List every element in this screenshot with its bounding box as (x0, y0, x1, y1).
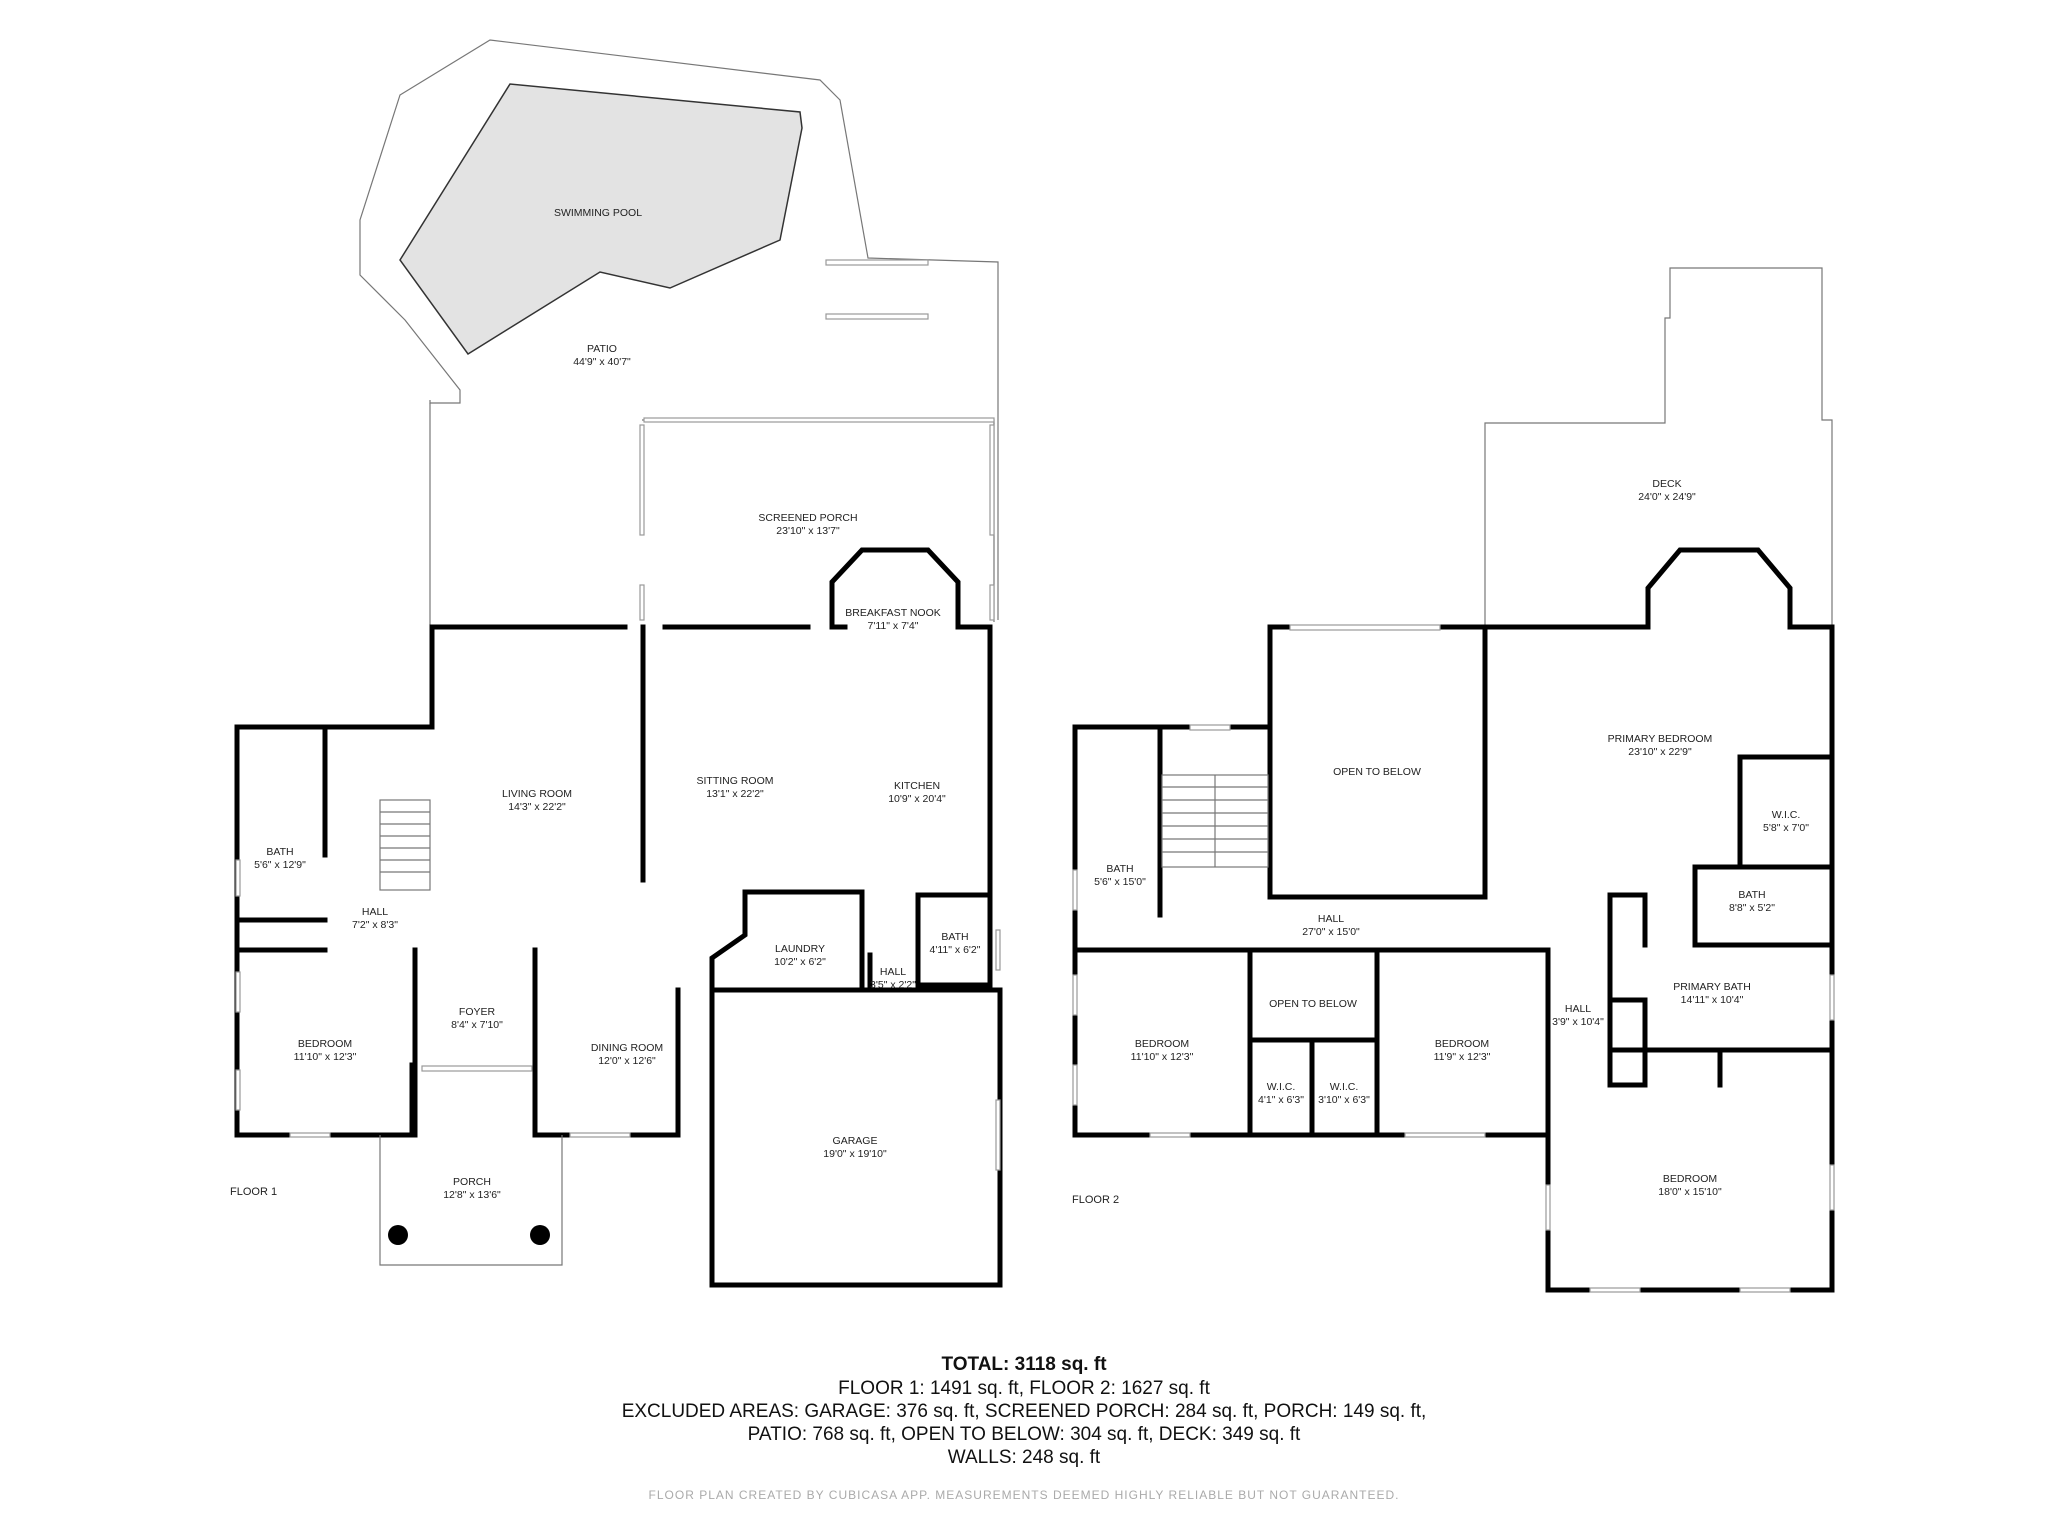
room-dims: 18'0" x 15'10" (1658, 1186, 1722, 1198)
room-dims: 11'10" x 12'3" (1131, 1051, 1194, 1063)
floor1-label: FLOOR 1 (230, 1186, 277, 1198)
room-dims: 5'8" x 7'0" (1763, 822, 1809, 834)
credit-disclaimer: FLOOR PLAN CREATED BY CUBICASA APP. MEAS… (648, 1488, 1400, 1502)
room-name: BEDROOM (1435, 1038, 1489, 1050)
room-name: BATH (1738, 889, 1765, 901)
swimming-pool (399, 83, 803, 356)
room-dims: 3'10" x 6'3" (1318, 1094, 1370, 1106)
room-dims: 23'10" x 22'9" (1628, 746, 1692, 758)
room-dims: 27'0" x 15'0" (1302, 926, 1360, 938)
room-name: HALL (880, 966, 906, 978)
room-name: PRIMARY BATH (1673, 981, 1751, 993)
room-dims: 8'8" x 5'2" (1729, 902, 1775, 914)
room-dims: 10'2" x 6'2" (774, 956, 826, 968)
room-name: DINING ROOM (591, 1042, 663, 1054)
room-name: BREAKFAST NOOK (845, 607, 941, 619)
room-name: HALL (362, 906, 388, 918)
room-name: SWIMMING POOL (554, 207, 642, 219)
room-name: PATIO (587, 343, 617, 355)
room-name: W.I.C. (1267, 1081, 1296, 1093)
room-name: HALL (1565, 1003, 1591, 1015)
room-name: LIVING ROOM (502, 788, 572, 800)
porch-column (530, 1225, 550, 1245)
room-dims: 5'6" x 12'9" (254, 859, 306, 871)
room-name: SITTING ROOM (697, 775, 774, 787)
porch-column (388, 1225, 408, 1245)
room-dims: 14'11" x 10'4" (1681, 994, 1744, 1006)
room-dims: 3'5" x 2'2" (870, 979, 916, 991)
room-dims: 12'8" x 13'6" (443, 1189, 501, 1201)
room-dims: 10'9" x 20'4" (888, 793, 946, 805)
room-name: PRIMARY BEDROOM (1608, 733, 1713, 745)
room-dims: 7'11" x 7'4" (868, 620, 919, 632)
room-dims: 23'10" x 13'7" (776, 525, 840, 537)
room-dims: 4'1" x 6'3" (1258, 1094, 1304, 1106)
room-name: PORCH (453, 1176, 491, 1188)
room-dims: 5'6" x 15'0" (1094, 876, 1146, 888)
room-dims: 4'11" x 6'2" (930, 944, 981, 956)
walls-area: WALLS: 248 sq. ft (947, 1447, 1101, 1468)
floor-areas: FLOOR 1: 1491 sq. ft, FLOOR 2: 1627 sq. … (838, 1378, 1210, 1399)
room-name: KITCHEN (894, 780, 940, 792)
floor2-plan (1072, 267, 1835, 1293)
room-dims: 14'3" x 22'2" (508, 801, 566, 813)
room-dims: 24'0" x 24'9" (1638, 491, 1696, 503)
room-dims: 44'9" x 40'7" (573, 356, 631, 368)
excluded-areas: EXCLUDED AREAS: GARAGE: 376 sq. ft, SCRE… (621, 1401, 1427, 1422)
room-dims: 8'4" x 7'10" (451, 1019, 503, 1031)
room-name: LAUNDRY (775, 943, 825, 955)
stairs-floor2 (1161, 774, 1269, 868)
floor1-plan (234, 39, 1003, 1288)
deck-outline (1484, 267, 1833, 625)
room-dims: 13'1" x 22'2" (706, 788, 764, 800)
floor1-labels: SWIMMING POOL PATIO 44'9" x 40'7" SCREEN… (230, 207, 981, 1201)
room-name: BATH (266, 846, 293, 858)
patio-outline (359, 39, 999, 620)
room-name: BATH (941, 931, 968, 943)
room-name: FOYER (459, 1006, 496, 1018)
excluded-areas-continued: PATIO: 768 sq. ft, OPEN TO BELOW: 304 sq… (747, 1424, 1301, 1445)
room-name: GARAGE (833, 1135, 878, 1147)
room-dims: 7'2" x 8'3" (352, 919, 398, 931)
room-dims: 19'0" x 19'10" (823, 1148, 887, 1160)
floor1-exterior-walls (234, 624, 1003, 1288)
floor2-labels: DECK 24'0" x 24'9" OPEN TO BELOW PRIMARY… (1072, 478, 1809, 1206)
room-dims: 12'0" x 12'6" (598, 1055, 656, 1067)
room-name: HALL (1318, 913, 1344, 925)
room-name: BEDROOM (1663, 1173, 1717, 1185)
total-area: TOTAL: 3118 sq. ft (941, 1354, 1107, 1375)
room-name: SCREENED PORCH (758, 512, 857, 524)
room-name: W.I.C. (1772, 809, 1801, 821)
room-name: DECK (1652, 478, 1681, 490)
floor2-label: FLOOR 2 (1072, 1194, 1119, 1206)
room-dims: 11'9" x 12'3" (1434, 1051, 1491, 1063)
stairs-floor1 (379, 799, 431, 891)
room-name: W.I.C. (1330, 1081, 1359, 1093)
room-name: OPEN TO BELOW (1333, 766, 1421, 778)
room-name: BATH (1106, 863, 1133, 875)
room-name: BEDROOM (298, 1038, 352, 1050)
room-name: OPEN TO BELOW (1269, 998, 1357, 1010)
room-dims: 11'10" x 12'3" (294, 1051, 357, 1063)
room-name: BEDROOM (1135, 1038, 1189, 1050)
room-dims: 3'9" x 10'4" (1552, 1016, 1604, 1028)
